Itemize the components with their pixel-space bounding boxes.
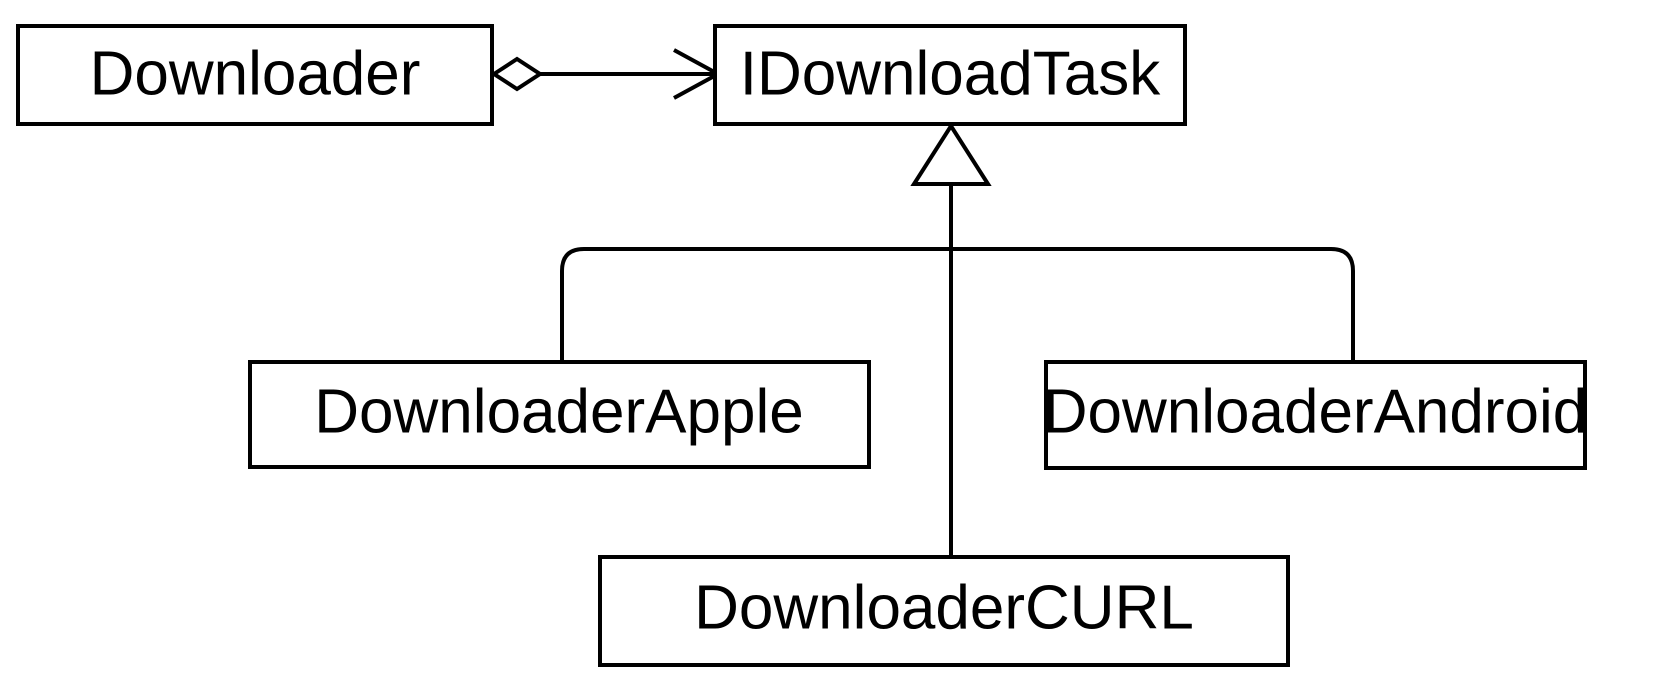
class-box-idownloadtask-rect (713, 24, 1187, 126)
class-label-downloader: Downloader (90, 39, 421, 108)
class-box-downloader-rect (16, 24, 494, 126)
class-label-downloaderandroid: DownloaderAndroid (1043, 377, 1588, 446)
class-box-downloaderandroid[interactable]: DownloaderAndroid (1043, 360, 1588, 470)
hollow-diamond-icon (490, 56, 544, 92)
hollow-triangle-icon (910, 122, 992, 186)
class-box-downloader[interactable]: Downloader (16, 24, 494, 126)
class-box-downloaderapple[interactable]: DownloaderApple (248, 360, 871, 469)
relation-aggregation-downloader-idownloadtask[interactable] (490, 48, 723, 100)
class-box-idownloadtask[interactable]: IDownloadTask (713, 24, 1187, 126)
class-box-downloaderandroid-rect (1044, 360, 1587, 470)
class-box-downloadercurl[interactable]: DownloaderCURL (598, 555, 1290, 667)
class-box-downloadercurl-rect (598, 555, 1290, 667)
class-label-downloaderapple: DownloaderApple (314, 377, 803, 446)
relation-generalization-tree[interactable] (560, 122, 1355, 557)
class-label-idownloadtask: IDownloadTask (740, 39, 1161, 108)
class-label-downloadercurl: DownloaderCURL (694, 573, 1194, 642)
class-box-downloaderapple-rect (248, 360, 871, 469)
generalization-branch-bar (560, 247, 1355, 467)
